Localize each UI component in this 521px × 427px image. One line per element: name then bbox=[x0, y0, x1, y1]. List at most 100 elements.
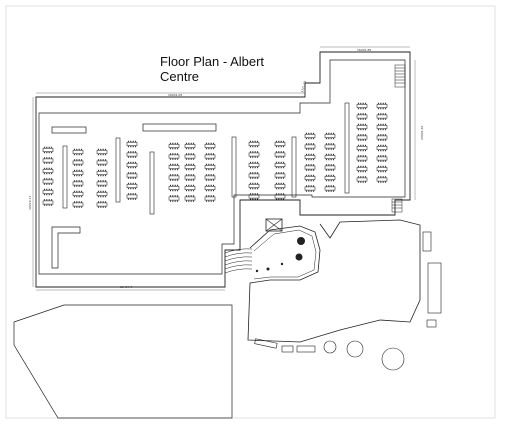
lower-terrace-outline bbox=[247, 219, 421, 343]
dining-table bbox=[204, 174, 216, 181]
dimension-stair-diag: 3771.02 bbox=[300, 80, 307, 93]
dimension-upper-right: 16001.85 bbox=[357, 48, 371, 52]
dining-table bbox=[304, 174, 316, 182]
dining-table bbox=[274, 161, 286, 169]
right-block-2 bbox=[427, 262, 442, 314]
dining-table bbox=[96, 148, 108, 156]
long-table bbox=[115, 137, 121, 203]
dining-table bbox=[204, 142, 216, 150]
dining-table bbox=[168, 195, 180, 202]
dining-table bbox=[184, 163, 196, 171]
terrace-inner-edge bbox=[253, 229, 317, 280]
dining-table bbox=[96, 159, 108, 166]
storage-room-wall bbox=[51, 226, 81, 269]
page-border bbox=[5, 5, 496, 419]
dining-table bbox=[126, 151, 138, 158]
dining-table bbox=[274, 182, 286, 190]
dining-table bbox=[274, 172, 286, 179]
dining-table bbox=[356, 113, 368, 120]
column-dot-1 bbox=[297, 237, 305, 245]
long-table bbox=[62, 145, 68, 209]
dining-table bbox=[72, 190, 84, 198]
long-table bbox=[231, 136, 237, 198]
column-dot-5 bbox=[280, 262, 284, 266]
planter-2 bbox=[346, 340, 364, 358]
dining-table bbox=[324, 185, 336, 192]
stairs-top-right bbox=[394, 64, 406, 88]
dining-table bbox=[96, 180, 108, 187]
vertical-tables bbox=[62, 102, 350, 215]
dining-table bbox=[356, 155, 368, 162]
dimension-right: 20601.40 bbox=[420, 126, 424, 140]
dining-table bbox=[376, 123, 388, 131]
dining-table bbox=[248, 182, 260, 190]
seating-layout bbox=[42, 102, 388, 208]
dimension-top: 16041.05 bbox=[168, 93, 182, 97]
dimension-left: 30219.17 bbox=[28, 196, 32, 210]
dining-table bbox=[204, 195, 216, 202]
dining-table bbox=[72, 201, 84, 208]
dining-table bbox=[204, 163, 216, 171]
top-table-left bbox=[51, 126, 87, 134]
dining-table bbox=[96, 190, 108, 198]
long-table bbox=[291, 136, 297, 198]
plaza-outline bbox=[13, 304, 233, 419]
plan-title-line-1: Floor Plan - Albert bbox=[160, 54, 265, 69]
dining-table bbox=[376, 155, 388, 162]
dining-table bbox=[356, 134, 368, 141]
dining-table bbox=[126, 172, 138, 179]
dining-table bbox=[168, 174, 180, 181]
dining-table bbox=[304, 143, 316, 150]
dining-table bbox=[184, 184, 196, 192]
planter-3 bbox=[381, 347, 405, 371]
dining-table bbox=[376, 113, 388, 120]
dining-table bbox=[168, 163, 180, 171]
dining-table bbox=[72, 159, 84, 166]
dining-table bbox=[168, 142, 180, 150]
column-dot-2 bbox=[295, 253, 303, 261]
planter-1 bbox=[323, 340, 337, 354]
dining-table bbox=[168, 184, 180, 192]
dining-table bbox=[248, 193, 260, 200]
dining-table bbox=[248, 172, 260, 179]
curved-staircase bbox=[224, 248, 253, 274]
dining-table bbox=[304, 164, 316, 171]
dining-table bbox=[126, 193, 138, 200]
building-inner-wall bbox=[38, 59, 406, 275]
dining-table bbox=[126, 140, 138, 148]
dining-table bbox=[324, 143, 336, 150]
dining-table bbox=[324, 132, 336, 140]
dining-table bbox=[184, 174, 196, 181]
dining-table bbox=[274, 193, 286, 200]
dining-table bbox=[356, 165, 368, 173]
bench-2 bbox=[281, 345, 294, 353]
dining-table bbox=[204, 184, 216, 192]
dining-table bbox=[324, 164, 336, 171]
dining-table bbox=[324, 153, 336, 161]
dining-table bbox=[72, 148, 84, 156]
long-table bbox=[344, 102, 350, 194]
stairs-lower-right bbox=[391, 198, 403, 213]
dining-table bbox=[184, 142, 196, 150]
plan-title: Floor Plan - Albert Centre bbox=[160, 54, 264, 84]
dining-table bbox=[42, 199, 54, 206]
dining-table bbox=[248, 161, 260, 169]
dining-table bbox=[168, 153, 180, 160]
dining-table bbox=[356, 176, 368, 183]
column-dot-3 bbox=[266, 267, 270, 271]
dining-table bbox=[72, 180, 84, 187]
dining-table bbox=[42, 178, 54, 185]
dining-table bbox=[274, 140, 286, 148]
right-block-1 bbox=[422, 231, 432, 252]
dining-table bbox=[96, 169, 108, 177]
building-outer-wall bbox=[35, 51, 411, 288]
dining-table bbox=[72, 169, 84, 177]
dining-table bbox=[304, 185, 316, 192]
dining-table bbox=[184, 195, 196, 202]
dining-table bbox=[304, 153, 316, 161]
dining-table bbox=[248, 151, 260, 158]
dining-table bbox=[356, 102, 368, 110]
dimension-bottom: 16494.7 bbox=[120, 285, 132, 289]
